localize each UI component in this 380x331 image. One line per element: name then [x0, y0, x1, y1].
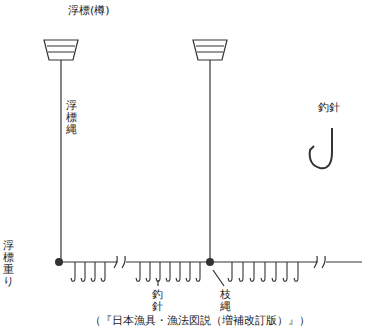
hook [156, 262, 160, 281]
buoy-weight [55, 258, 63, 266]
hook [166, 262, 170, 281]
buoy-hoops [196, 46, 224, 52]
hook [196, 262, 200, 281]
hook [294, 262, 298, 281]
break-mark [114, 256, 125, 268]
hook [239, 262, 243, 281]
weight-label: 浮標重り [3, 240, 14, 288]
line-label: 浮標縄 [66, 100, 77, 136]
hook [91, 262, 95, 281]
hook [176, 262, 180, 281]
hook-label: 釣針 [152, 289, 163, 313]
hook-row [71, 262, 298, 281]
main-line [126, 261, 318, 262]
buoy-hoops [47, 46, 75, 52]
caption: （『日本漁具・漁法図説（増補改訂版）』） [90, 313, 310, 328]
hook [146, 262, 150, 281]
hook [272, 262, 276, 281]
buoy-barrel [44, 40, 78, 60]
hook-label: 釣針 [318, 100, 340, 115]
main-line [326, 261, 362, 262]
main-line [61, 261, 118, 262]
buoy-label: 浮標(樽) [68, 3, 110, 18]
hook [261, 262, 265, 281]
hook [283, 262, 287, 281]
hook-detail [310, 128, 332, 168]
hook [136, 262, 140, 281]
hook [81, 262, 85, 281]
break-mark [314, 256, 325, 268]
hook [71, 262, 75, 281]
hook [250, 262, 254, 281]
buoy-weight [206, 258, 214, 266]
buoy-line [60, 60, 61, 262]
buoy-barrel [193, 40, 227, 60]
hook [228, 262, 232, 281]
buoy-line [209, 60, 210, 262]
hook [186, 262, 190, 281]
leader-line [213, 270, 224, 286]
branch-line-label: 枝縄 [220, 289, 231, 313]
hook [101, 262, 105, 281]
